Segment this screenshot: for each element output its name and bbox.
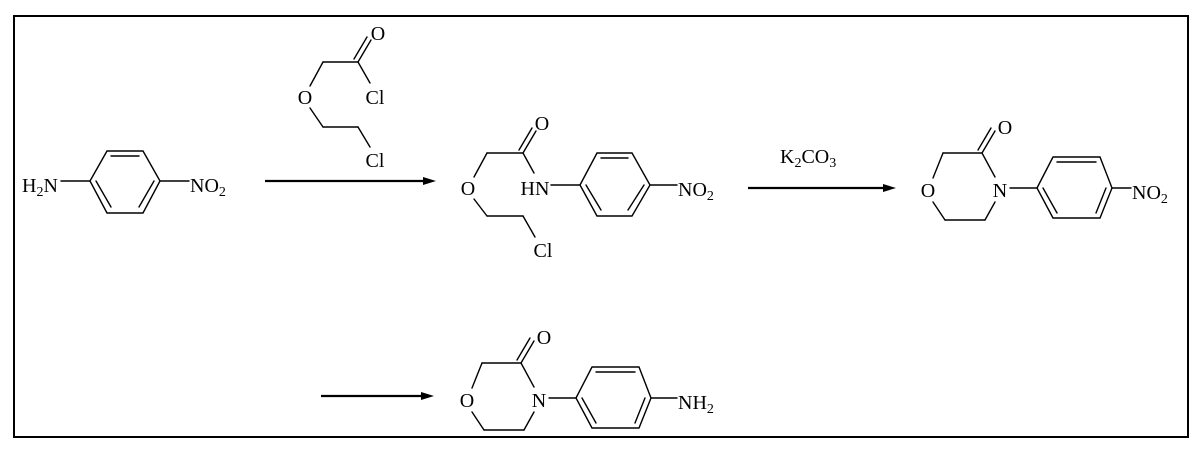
ring-o-label: O [921,180,935,202]
molecule-nitrophenyl-morpholinone: O O N NO2 [921,117,1168,221]
molecule-aminophenyl-morpholinone: O O N NH2 [460,327,714,431]
molecule-chloroethoxyacetyl-chloride: O Cl O Cl [298,23,385,172]
carbonyl-o-label: O [537,327,551,349]
reaction-arrow-2: K2CO3 [748,146,896,192]
nitro-label: NO2 [190,175,226,200]
amide-nh-label: HN [521,178,550,200]
amine-label: H2N [22,175,58,200]
scheme-border [13,15,1189,438]
ring-n-label: N [993,180,1007,202]
alkyl-cl-label: Cl [534,240,553,262]
ether-o-label: O [461,178,475,200]
alkyl-cl-label: Cl [366,150,385,172]
carbonyl-o-label: O [371,23,385,45]
carbonyl-o-label: O [535,113,549,135]
molecule-intermediate-amide: O O HN Cl NO2 [461,113,714,262]
acyl-cl-label: Cl [366,87,385,109]
reaction-arrow-1 [265,177,436,185]
molecule-4-nitroaniline: H2N NO2 [22,150,226,214]
reagent-k2co3: K2CO3 [780,146,836,171]
nitro-label: NO2 [1132,182,1168,207]
carbonyl-o-label: O [998,117,1012,139]
amine-label: NH2 [678,392,714,417]
ring-o-label: O [460,390,474,412]
ether-o-label: O [298,87,312,109]
nitro-label: NO2 [678,179,714,204]
ring-n-label: N [532,390,546,412]
reaction-arrow-3 [321,392,434,400]
